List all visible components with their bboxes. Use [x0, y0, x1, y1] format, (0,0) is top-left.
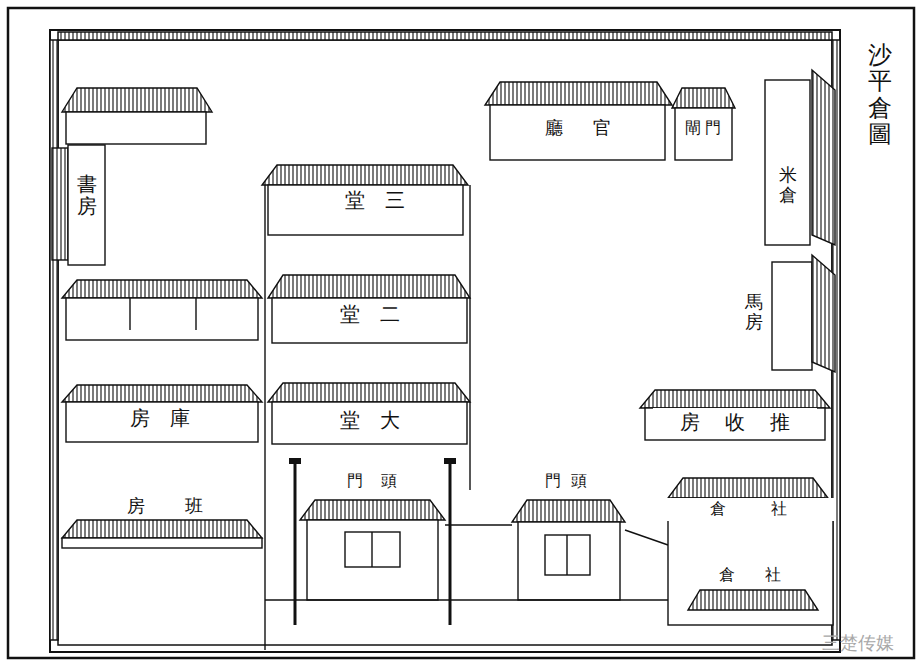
building-placard: 門頭 [327, 470, 417, 493]
building-placard: 米倉 [777, 164, 799, 206]
building-name: 閘門 [681, 118, 725, 139]
building-name: 房班 [87, 494, 243, 518]
building-placard: 門頭 [533, 470, 599, 493]
building-placard: 倉社 [687, 564, 813, 587]
building-placard: 房班 [85, 493, 245, 519]
building-placard: 房收推 [653, 408, 817, 437]
building-name: 房收推 [655, 409, 815, 436]
building-name: 房庫 [110, 405, 210, 432]
building-name: 馬房 [745, 292, 763, 332]
building-placard: 書房 [75, 172, 99, 218]
building-name: 米倉 [779, 165, 797, 205]
building-name: 堂二 [320, 301, 420, 328]
building-placard: 堂大 [318, 406, 422, 435]
building-name: 倉社 [665, 499, 832, 520]
building-placard: 馬房 [743, 291, 765, 333]
building-name: 門頭 [329, 471, 415, 492]
building-name: 堂大 [320, 407, 420, 434]
building-placard: 廳官 [513, 115, 643, 141]
building-placard: 閘門 [679, 117, 727, 140]
building-name: 書房 [77, 173, 97, 217]
building-placard: 堂三 [323, 186, 427, 215]
building-placard: 倉社 [663, 498, 834, 521]
building-placard: 堂二 [318, 300, 422, 329]
watermark: 三楚传媒 [822, 631, 894, 655]
building-name: 倉社 [689, 565, 811, 586]
building-name: 堂三 [325, 187, 425, 214]
building-placard: 房庫 [108, 404, 212, 433]
building-name: 廳官 [515, 116, 641, 140]
building-name: 門頭 [535, 471, 597, 492]
title: 沙平倉圖 [868, 42, 892, 148]
